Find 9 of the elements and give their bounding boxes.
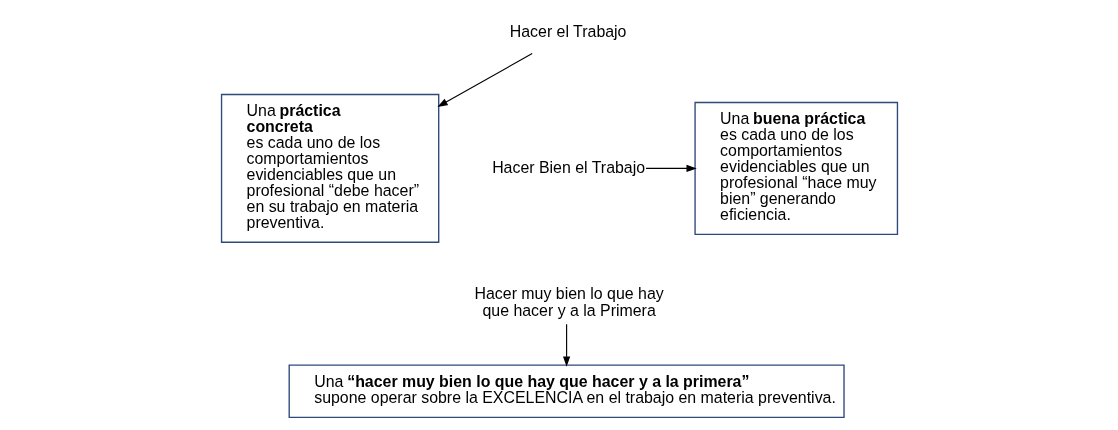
arrow — [562, 323, 570, 367]
arrow — [436, 53, 533, 107]
node-text: Hacer el Trabajo — [509, 23, 626, 41]
node-text: Hacer Bien el Trabajo — [491, 158, 645, 176]
node-box: Una práctica concreta es cada uno de los comportamientos evidenciables que un profesional “debe hacer” en su trabajo en materia preventiva. — [220, 93, 439, 243]
arrow — [644, 164, 697, 172]
node-box: Una “hacer muy bien lo que hay que hacer y a la primera” supone operar sobre la EXCELENCIA en el trabajo en materia preventiva. — [288, 364, 845, 419]
node-text: Hacer muy bien lo que hay que hacer y a la Primera — [474, 285, 664, 320]
node-box: Una buena práctica es cada uno de los comportamientos evidenciables que un profesional “hace muy bien” generando eficiencia. — [693, 101, 898, 235]
